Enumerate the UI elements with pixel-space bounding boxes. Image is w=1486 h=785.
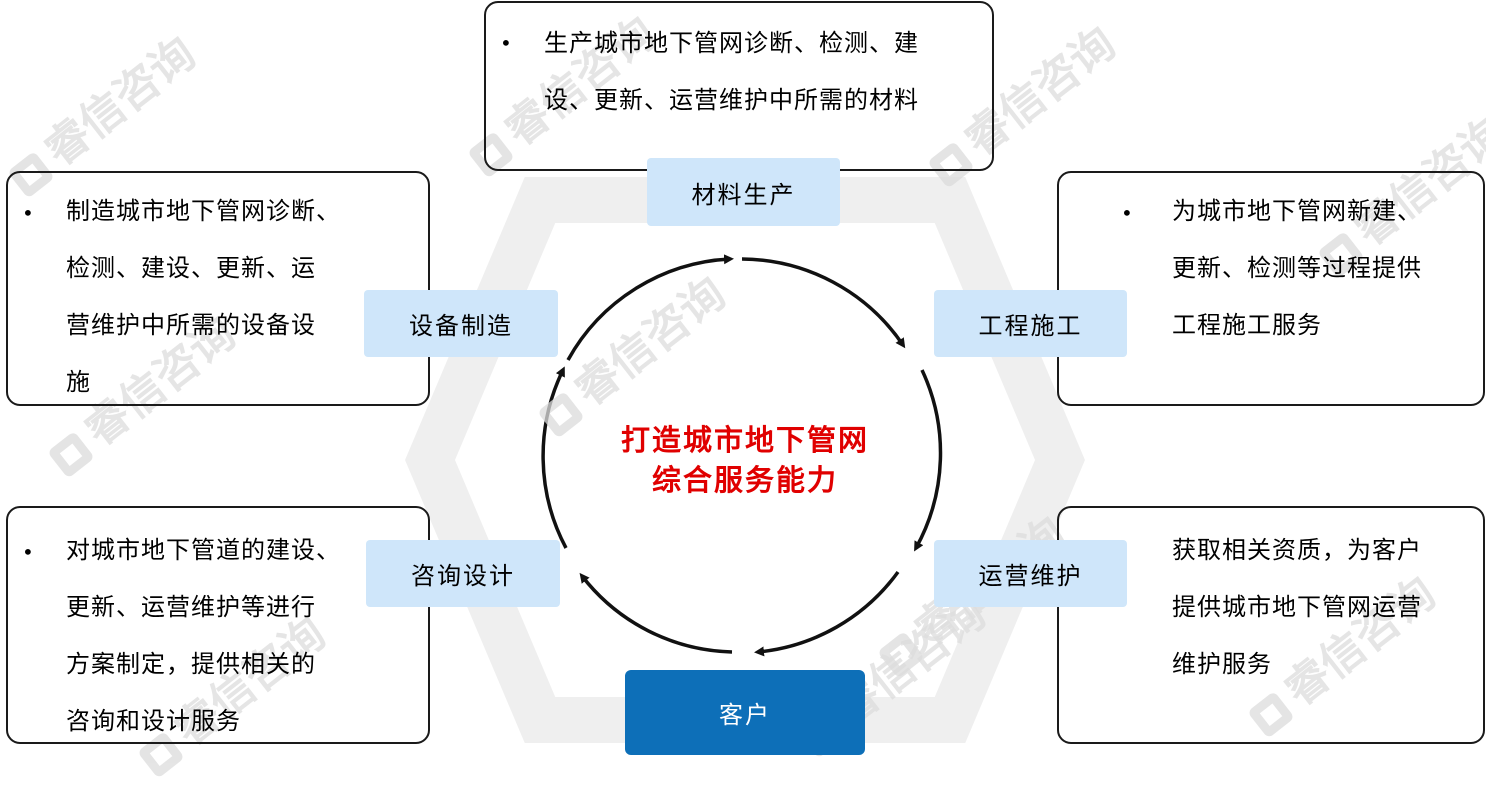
- node-equipment-manufacturing: 设备制造: [364, 290, 558, 357]
- arrow-left: [541, 366, 568, 549]
- node-engineering-construction: 工程施工: [934, 290, 1127, 357]
- arrow-top-right: [741, 257, 906, 349]
- background-hexagon: [405, 177, 1085, 743]
- cycle-diagram: [405, 177, 1085, 743]
- consulting-description: 对城市地下管道的建设、 更新、运营维护等进行 方案制定，提供相关的 咨询和设计服…: [66, 536, 341, 735]
- material-description-box: • 生产城市地下管网诊断、检测、建 设、更新、运营维护中所需的材料: [484, 1, 994, 171]
- node-consulting-design: 咨询设计: [366, 540, 560, 607]
- bullet: •: [1121, 201, 1133, 225]
- material-description: 生产城市地下管网诊断、检测、建 设、更新、运营维护中所需的材料: [544, 29, 919, 114]
- arrow-bottom-left: [579, 572, 733, 654]
- node-operation-maintenance: 运营维护: [934, 540, 1127, 607]
- arrow-right: [914, 369, 943, 552]
- arrow-top-left: [566, 254, 734, 361]
- equipment-description: 制造城市地下管网诊断、 检测、建设、更新、运 营维护中所需的设备设 施: [66, 197, 341, 396]
- node-customer: 客户: [625, 670, 865, 755]
- equipment-description-box: • 制造城市地下管网诊断、 检测、建设、更新、运 营维护中所需的设备设 施: [6, 171, 430, 406]
- bullet: •: [500, 31, 512, 55]
- bullet: •: [22, 540, 34, 564]
- engineering-description-box: • 为城市地下管网新建、 更新、检测等过程提供 工程施工服务: [1057, 171, 1485, 406]
- center-title: 打造城市地下管网 综合服务能力: [620, 423, 869, 497]
- arrow-bottom-right: [754, 570, 900, 657]
- consulting-description-box: • 对城市地下管道的建设、 更新、运营维护等进行 方案制定，提供相关的 咨询和设…: [6, 506, 430, 744]
- bullet: •: [22, 201, 34, 225]
- operation-description-box: 获取相关资质，为客户 提供城市地下管网运营 维护服务: [1057, 506, 1485, 744]
- node-material-production: 材料生产: [647, 158, 840, 226]
- engineering-description: 为城市地下管网新建、 更新、检测等过程提供 工程施工服务: [1172, 197, 1422, 339]
- operation-description: 获取相关资质，为客户 提供城市地下管网运营 维护服务: [1172, 536, 1422, 678]
